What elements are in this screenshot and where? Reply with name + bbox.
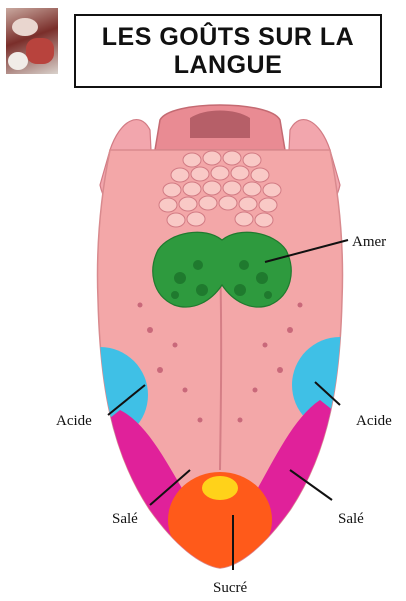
label-acide-right: Acide [356, 413, 392, 429]
label-acide-left: Acide [56, 413, 92, 429]
label-amer: Amer [352, 234, 386, 250]
label-sucre: Sucré [213, 580, 247, 596]
label-sale-right: Salé [338, 511, 364, 527]
label-sale-left: Salé [112, 511, 138, 527]
